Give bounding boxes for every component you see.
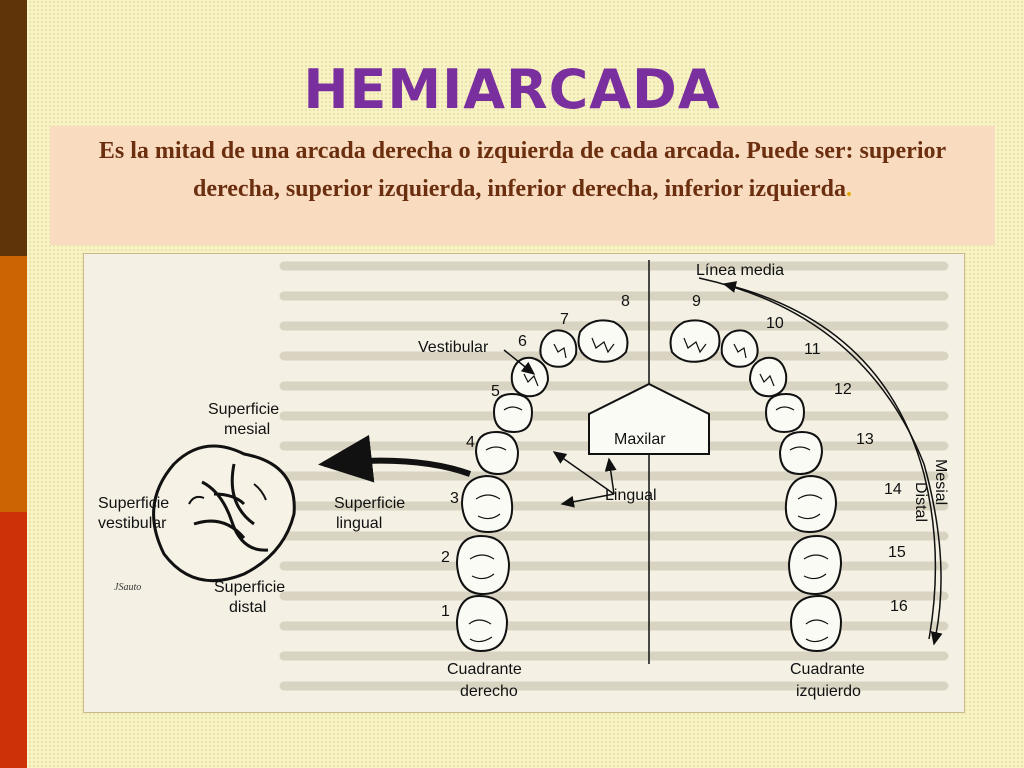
tooth-details [468,337,829,643]
definition-text: Es la mitad de una arcada derecha o izqu… [98,138,947,202]
label-vestibular: Vestibular [418,339,489,356]
tooth-numbers: 1 2 3 4 5 6 7 8 9 10 11 12 13 14 15 16 [441,293,908,620]
tooth-15 [787,534,843,596]
label-lingual: Lingual [605,487,657,504]
tooth-number-16: 16 [890,598,908,615]
molar-illustration [152,444,296,583]
label-distal: Distal [912,482,929,522]
tooth-16 [789,594,843,653]
sidebar-stripe-orange [0,256,27,512]
slide-title: HEMIARCADA [303,58,721,121]
tooth-8 [577,319,629,363]
label-linea-media: Línea media [696,262,784,279]
label-superficie-distal: Superficie [214,579,285,596]
signature: JSauto [114,582,141,593]
tooth-4 [474,430,520,476]
label-superficie-vestibular: Superficie [98,495,169,512]
tooth-2 [455,534,511,596]
tooth-number-1: 1 [441,603,450,620]
label-cuadrante-derecho-2: derecho [460,683,518,700]
tooth-number-4: 4 [466,434,475,451]
sidebar-stripe-red [0,512,27,768]
tooth-number-5: 5 [491,383,500,400]
tooth-11 [748,356,788,398]
tooth-number-15: 15 [888,544,906,561]
arrows [503,277,943,646]
tooth-number-3: 3 [450,490,459,507]
tooth-3 [460,474,514,534]
label-maxilar: Maxilar [614,431,666,448]
diagram-svg: Línea media Vestibular Maxilar Lingual M… [98,260,949,700]
maxilar-shape [588,382,710,455]
tooth-13 [778,430,824,476]
label-superficie-lingual: Superficie [334,495,405,512]
tooth-6 [510,356,550,398]
tooth-number-12: 12 [834,381,852,398]
tooth-number-11: 11 [804,341,821,358]
tooth-number-7: 7 [560,311,569,328]
dental-arch [455,319,843,653]
tooth-number-9: 9 [692,293,701,310]
sidebar-stripe-dark [0,0,27,256]
tooth-9 [669,319,721,363]
label-superficie-vestibular-2: vestibular [98,515,167,532]
tooth-12 [764,392,806,434]
tooth-14 [784,474,838,534]
lingual-big-arrow [318,434,472,483]
tooth-10 [720,329,759,368]
label-superficie-mesial-2: mesial [224,421,270,438]
tooth-7 [539,329,578,368]
label-mesial: Mesial [932,459,949,505]
label-cuadrante-izquierdo-2: izquierdo [796,683,861,700]
tooth-5 [492,392,534,434]
tooth-number-6: 6 [518,333,527,350]
tooth-1 [455,594,509,653]
tooth-number-14: 14 [884,481,902,498]
tooth-number-8: 8 [621,293,630,310]
tooth-number-2: 2 [441,549,450,566]
dental-arch-diagram: Línea media Vestibular Maxilar Lingual M… [83,253,965,713]
label-superficie-distal-2: distal [229,599,266,616]
label-cuadrante-izquierdo: Cuadrante [790,661,865,678]
label-cuadrante-derecho: Cuadrante [447,661,522,678]
tooth-number-10: 10 [766,315,784,332]
label-superficie-lingual-2: lingual [336,515,382,532]
tooth-number-13: 13 [856,431,874,448]
definition-period: . [846,176,853,202]
definition-box: Es la mitad de una arcada derecha o izqu… [50,126,995,245]
label-superficie-mesial: Superficie [208,401,279,418]
